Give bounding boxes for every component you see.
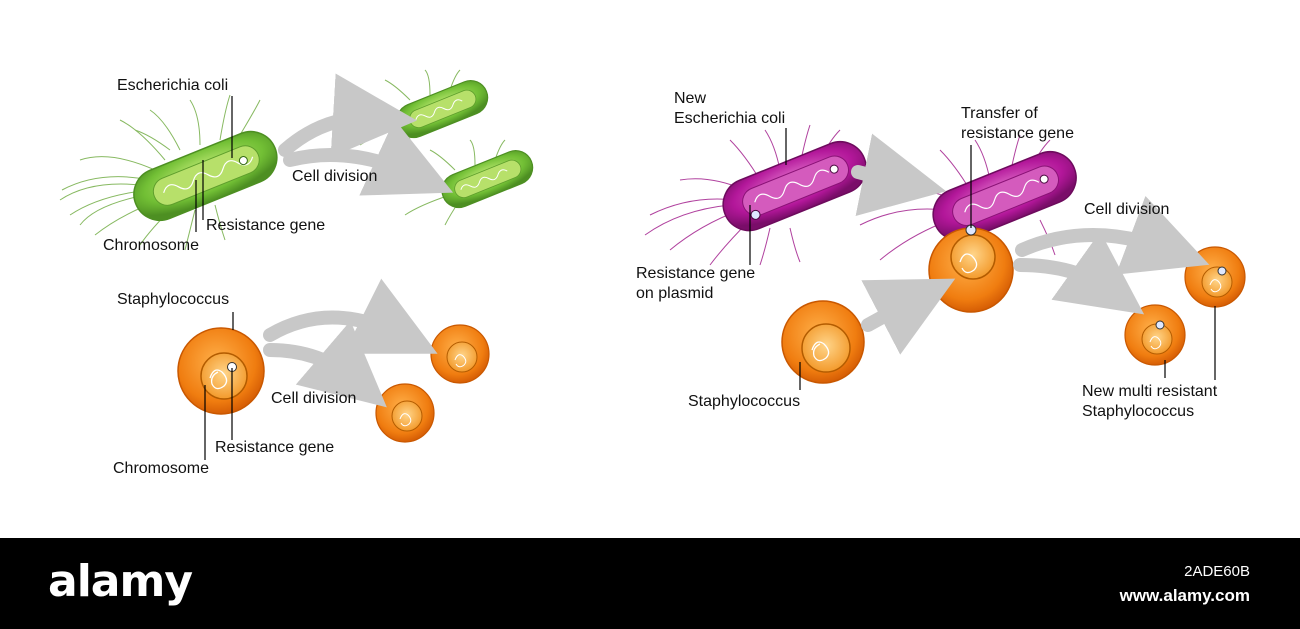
staph-right-daughter-top <box>1185 247 1245 307</box>
label-escherichia-coli: Escherichia coli <box>117 76 228 96</box>
label-new-multi-line2: Staphylococcus <box>1082 402 1194 422</box>
staph-right-recipient <box>929 225 1013 312</box>
site-url: www.alamy.com <box>1120 586 1250 606</box>
label-cell-division-staph: Cell division <box>271 389 356 409</box>
label-chromosome-ecoli: Chromosome <box>103 236 199 256</box>
label-transfer-line1: Transfer of <box>961 104 1038 124</box>
staph-right-daughter-bottom <box>1125 305 1185 365</box>
watermark-banner: alamy 2ADE60B www.alamy.com <box>0 538 1300 629</box>
label-new-ecoli-line1: New <box>674 89 706 109</box>
staph-left-division-arrows <box>270 318 400 381</box>
staph-left-daughter-bottom <box>376 384 434 442</box>
image-id: 2ADE60B <box>1184 563 1250 580</box>
alamy-logo: alamy <box>48 556 192 607</box>
label-cell-division-right: Cell division <box>1084 200 1169 220</box>
ecoli-right-new <box>645 125 874 265</box>
label-new-multi-line1: New multi resistant <box>1082 382 1217 402</box>
label-chromosome-staph: Chromosome <box>113 459 209 479</box>
label-resistance-gene-ecoli: Resistance gene <box>206 216 325 236</box>
label-staphylococcus-right: Staphylococcus <box>688 392 800 412</box>
label-transfer-line2: resistance gene <box>961 124 1074 144</box>
label-new-ecoli-line2: Escherichia coli <box>674 109 785 129</box>
label-staphylococcus-left: Staphylococcus <box>117 290 229 310</box>
label-resistance-gene-staph: Resistance gene <box>215 438 334 458</box>
staph-left-daughter-top <box>431 325 489 383</box>
staph-left-parent <box>178 328 264 414</box>
label-plasmid-line1: Resistance gene <box>636 264 755 284</box>
staph-right-original <box>782 301 864 383</box>
label-plasmid-line2: on plasmid <box>636 284 713 304</box>
ecoli-left-daughter-bottom <box>400 140 538 225</box>
label-cell-division-ecoli: Cell division <box>292 167 377 187</box>
